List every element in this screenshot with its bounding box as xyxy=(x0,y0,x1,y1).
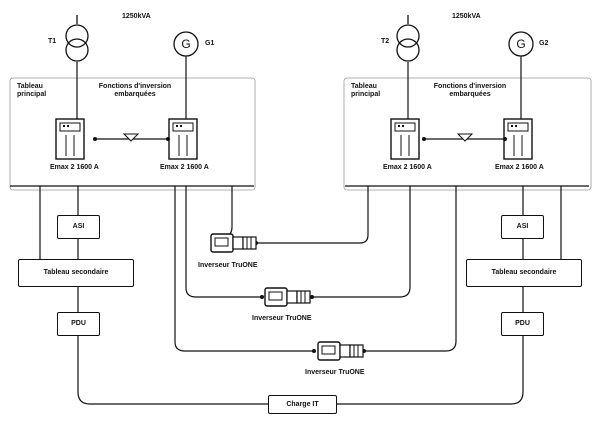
breaker-label-left-b: Emax 2 1600 A xyxy=(160,164,209,171)
breaker-right-b xyxy=(503,118,533,160)
power-rating-right: 1250kVA xyxy=(452,13,481,20)
transformer-label-left: T1 xyxy=(48,38,57,45)
power-rating-left: 1250kVA xyxy=(122,13,151,20)
ups-box-left: ASI xyxy=(57,215,100,239)
left-panel-outline xyxy=(9,77,256,191)
interlock-icon-right xyxy=(456,133,474,142)
breaker-left-a xyxy=(55,118,85,160)
inversion-label-right: Fonctions d'inversion embarquées xyxy=(433,83,507,98)
breaker-right-a xyxy=(390,118,420,160)
transfer-switch-label-3: Inverseur TruONE xyxy=(305,369,365,376)
panel-title-right: Tableau principal xyxy=(351,83,381,98)
ups-box-right: ASI xyxy=(501,215,544,239)
transfer-switch-1 xyxy=(210,233,257,253)
inversion-label-left: Fonctions d'inversion embarquées xyxy=(98,83,172,98)
pdu-box-left: PDU xyxy=(57,312,100,336)
right-panel-outline xyxy=(343,77,592,191)
transfer-switch-label-1: Inverseur TruONE xyxy=(198,262,258,269)
breaker-left-b xyxy=(168,118,198,160)
generator-symbol-left: G xyxy=(181,37,190,51)
generator-label-left: G1 xyxy=(205,40,215,47)
transfer-switch-label-2: Inverseur TruONE xyxy=(252,315,312,322)
pdu-box-right: PDU xyxy=(501,312,544,336)
transfer-switch-2 xyxy=(264,287,311,307)
it-load-box: Charge IT xyxy=(268,395,337,414)
generator-label-right: G2 xyxy=(539,40,549,47)
generator-symbol-right: G xyxy=(516,37,525,51)
breaker-label-right-a: Emax 2 1600 A xyxy=(383,164,432,171)
breaker-label-right-b: Emax 2 1600 A xyxy=(495,164,544,171)
transformer-label-right: T2 xyxy=(381,38,390,45)
secondary-panel-left: Tableau secondaire xyxy=(18,259,134,287)
transfer-switch-3 xyxy=(317,341,364,361)
interlock-icon-left xyxy=(122,133,140,142)
secondary-panel-right: Tableau secondaire xyxy=(466,259,582,287)
panel-title-left: Tableau principal xyxy=(17,83,47,98)
breaker-label-left-a: Emax 2 1600 A xyxy=(50,164,99,171)
